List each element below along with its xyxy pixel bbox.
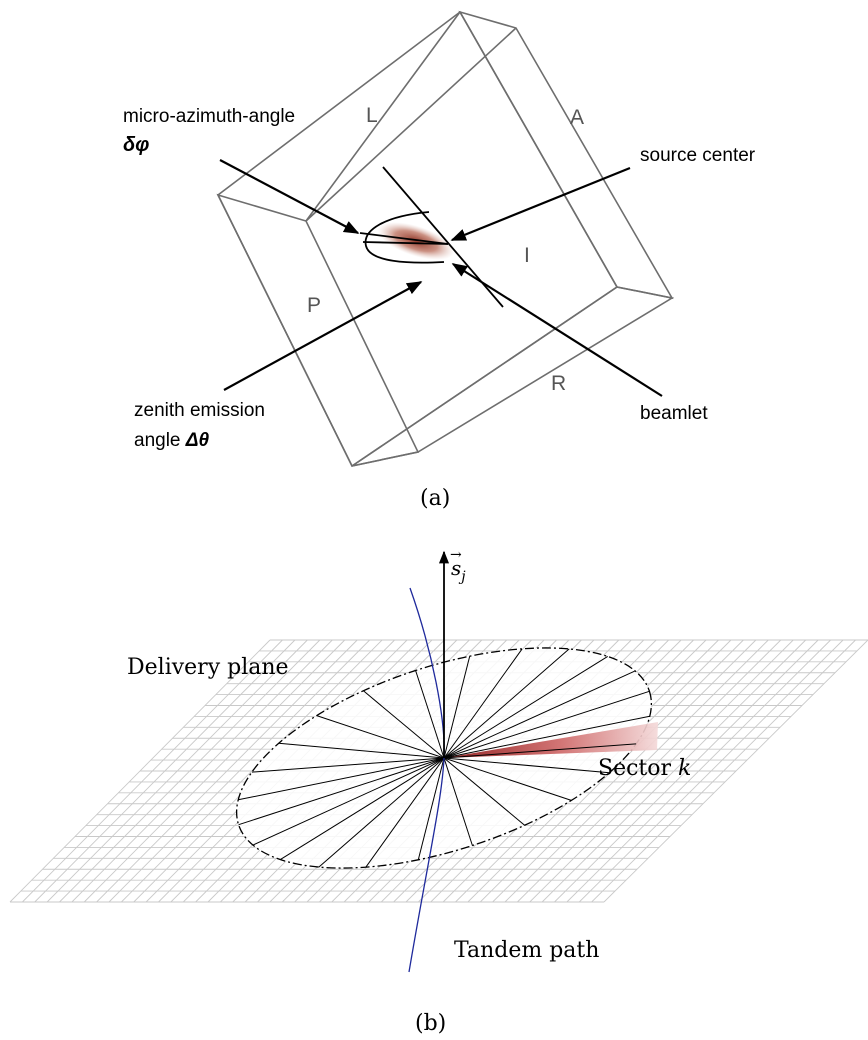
label-zenith-text: angle — [134, 430, 186, 451]
emission-cone — [364, 211, 445, 264]
sector-spoke — [415, 670, 445, 759]
axis-vector-arrow-icon: → — [450, 547, 462, 563]
sector-spoke — [417, 757, 445, 860]
label-micro-azimuth-symbol: δφ — [123, 134, 149, 156]
panel-b: sj → Delivery plane Sector k Tandem path… — [9, 547, 868, 1036]
sector-spoke — [316, 715, 445, 759]
sector-spoke — [443, 743, 637, 759]
sector-spoke — [443, 757, 473, 846]
sector-spoke — [251, 757, 445, 773]
face-label-r: R — [551, 372, 566, 395]
sector-spoke — [443, 648, 523, 759]
face-label-p: P — [307, 294, 321, 317]
label-sector-k: Sector k — [598, 756, 691, 781]
tandem-path-curve — [408, 587, 445, 973]
label-sector-symbol: k — [678, 756, 691, 781]
sector-spoke — [238, 757, 445, 826]
sector-spoke — [443, 690, 650, 759]
face-label-l: L — [366, 104, 378, 127]
arrow-beamlet — [451, 263, 663, 397]
axis-label-sj: sj — [451, 556, 466, 585]
face-label-a: A — [570, 106, 584, 129]
arrow-micro-azimuth — [219, 159, 360, 234]
sector-spoke — [280, 757, 445, 861]
sector-spoke — [443, 757, 572, 801]
sector-spoke — [238, 757, 445, 801]
sector-spoke — [318, 757, 445, 868]
sector-spoke — [363, 690, 445, 759]
label-micro-azimuth: micro-azimuth-angle — [123, 106, 295, 127]
sector-spoke — [443, 648, 570, 759]
sector-spoke — [443, 655, 608, 759]
caption-b: (b) — [415, 1011, 446, 1036]
label-delivery-plane: Delivery plane — [127, 655, 289, 680]
sector-spoke — [443, 715, 650, 759]
sector-k-fill — [444, 722, 658, 758]
axis-label-s: s — [451, 556, 461, 580]
label-zenith-line1: zenith emission — [134, 400, 265, 421]
panel-a: L A I P R micro-azimuth-angle δφ source … — [123, 10, 756, 511]
sector-spoke — [252, 757, 445, 846]
label-zenith-line2: angle Δθ — [134, 430, 210, 451]
source-distribution — [377, 222, 455, 260]
sector-spoke — [365, 757, 445, 868]
sector-spoke — [443, 656, 471, 759]
label-tandem-path: Tandem path — [454, 938, 599, 963]
face-label-i: I — [524, 244, 530, 267]
label-source-center: source center — [640, 145, 756, 166]
label-beamlet: beamlet — [640, 403, 708, 424]
arrow-zenith — [223, 281, 423, 391]
sector-spoke — [443, 757, 525, 826]
caption-a: (a) — [420, 486, 450, 511]
label-zenith-symbol: Δθ — [185, 430, 210, 451]
label-sector-text: Sector — [598, 756, 678, 781]
axis-label-subscript: j — [458, 569, 466, 585]
sector-spoke — [278, 742, 445, 759]
arrow-source-center — [450, 166, 631, 242]
sector-spoke — [443, 757, 610, 774]
sector-spoke — [443, 670, 636, 759]
sector-spokes — [238, 648, 650, 868]
